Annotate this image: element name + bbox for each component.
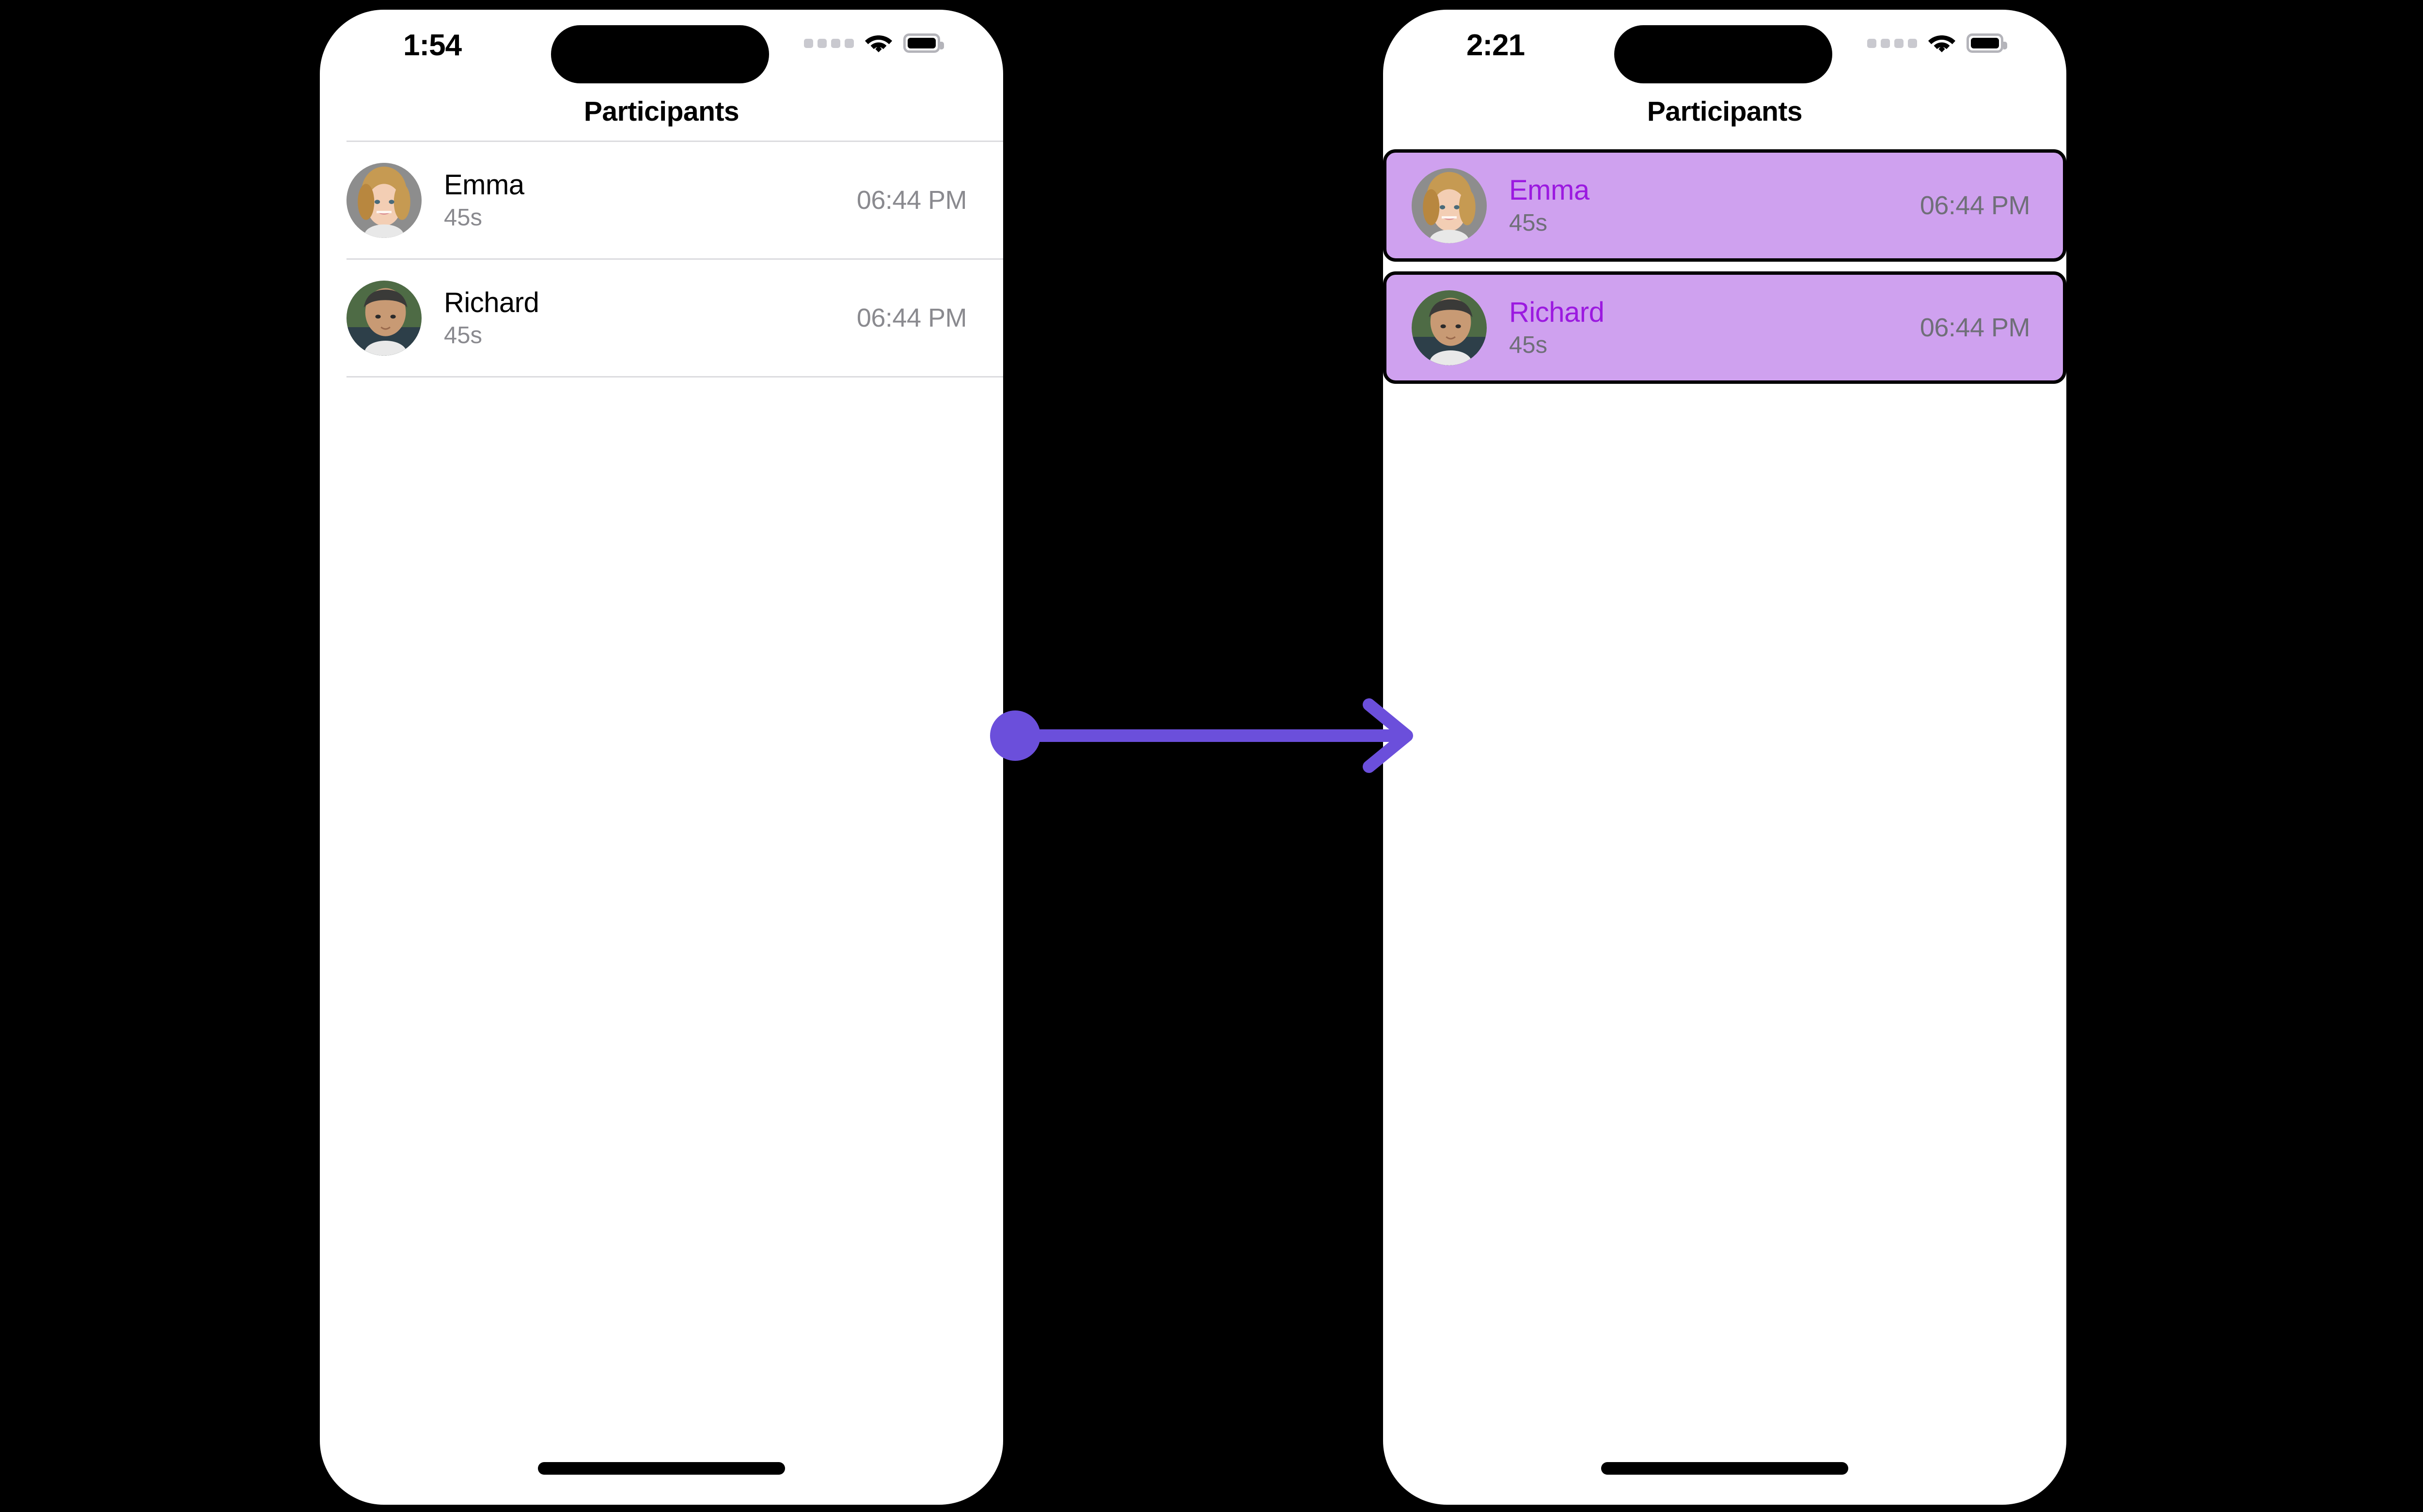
list-separator <box>346 141 1003 142</box>
avatar-richard-photo <box>346 280 422 356</box>
phone-screen-before: 1:54 Participants <box>320 10 1003 1505</box>
battery-full-icon <box>1967 33 2007 53</box>
wifi-icon <box>865 33 893 53</box>
avatar-richard-photo <box>1412 290 1487 365</box>
participant-name: Richard <box>1509 296 1605 328</box>
participant-name: Emma <box>444 169 524 201</box>
battery-full-icon <box>903 33 944 53</box>
participants-list: Emma 45s 06:44 PM <box>320 141 1003 378</box>
status-bar: 1:54 <box>320 10 1003 83</box>
participant-info: Emma 45s <box>444 171 524 230</box>
avatar-emma-photo <box>1412 168 1487 243</box>
status-bar: 2:21 <box>1383 10 2066 83</box>
nav-bar: Participants <box>320 82 1003 141</box>
participants-list: Emma 45s 06:44 PM <box>1383 141 2066 384</box>
cellular-dots-icon <box>1867 38 1917 48</box>
participant-row-emma[interactable]: Emma 45s 06:44 PM <box>1383 149 2066 262</box>
wifi-icon <box>1928 33 1956 53</box>
participant-time: 06:44 PM <box>1920 313 2030 342</box>
participant-info: Emma 45s <box>1509 176 1589 235</box>
arrow-right-icon <box>1363 698 1413 773</box>
participant-name: Richard <box>444 286 539 318</box>
home-indicator[interactable] <box>538 1462 785 1475</box>
home-indicator[interactable] <box>1601 1462 1848 1475</box>
status-bar-indicators <box>1867 33 2007 53</box>
transition-arrow <box>986 698 1432 775</box>
nav-bar: Participants <box>1383 82 2066 141</box>
participant-row-richard[interactable]: Richard 45s 06:44 PM <box>1383 271 2066 384</box>
participant-duration: 45s <box>444 322 483 348</box>
dynamic-island <box>1614 25 1832 83</box>
avatar-emma-photo <box>346 162 422 238</box>
list-separator <box>346 258 1003 260</box>
participant-row-emma[interactable]: Emma 45s 06:44 PM <box>320 142 1003 258</box>
participant-time: 06:44 PM <box>1920 191 2030 220</box>
dynamic-island <box>551 25 769 83</box>
participant-info: Richard 45s <box>1509 296 1605 358</box>
status-bar-indicators <box>804 33 944 53</box>
page-title: Participants <box>1647 96 1803 127</box>
participant-name: Emma <box>1509 174 1589 206</box>
page-title: Participants <box>583 96 739 127</box>
status-bar-time: 2:21 <box>1466 29 1525 62</box>
participant-duration: 45s <box>1509 331 1548 358</box>
cellular-dots-icon <box>804 38 854 48</box>
list-separator <box>346 376 1003 378</box>
participant-time: 06:44 PM <box>856 186 967 215</box>
participant-time: 06:44 PM <box>856 303 967 332</box>
participant-duration: 45s <box>1509 209 1548 236</box>
participant-row-richard[interactable]: Richard 45s 06:44 PM <box>320 260 1003 376</box>
phone-screen-after: 2:21 Participants <box>1383 10 2066 1505</box>
participant-info: Richard 45s <box>444 286 539 348</box>
status-bar-time: 1:54 <box>403 29 462 62</box>
participant-duration: 45s <box>444 204 483 231</box>
